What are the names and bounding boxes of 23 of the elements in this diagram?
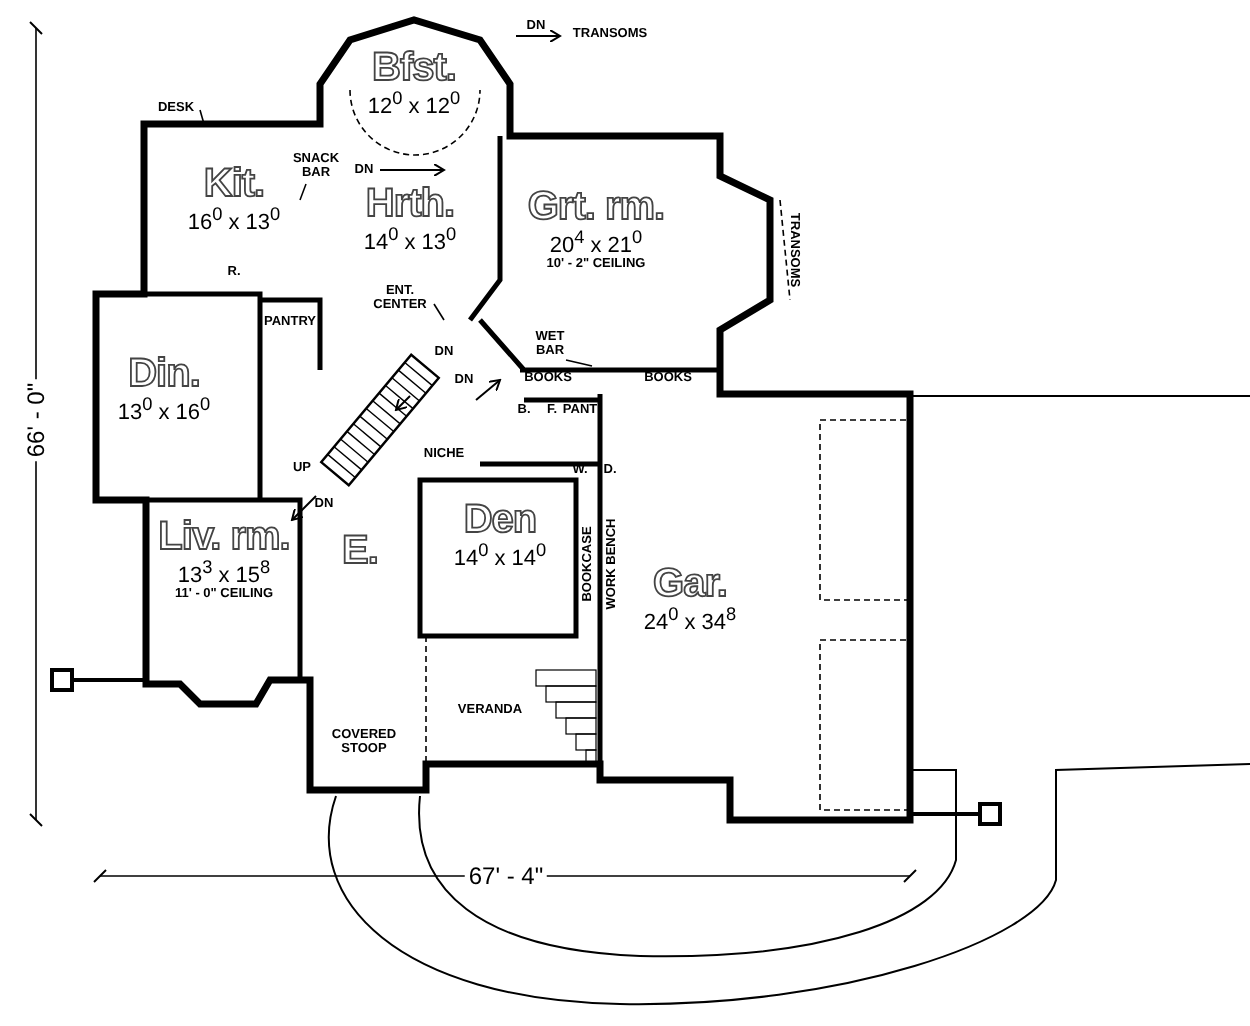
room-dimensions: 13$^{3}$ x 15$^{8}$ [177,559,271,589]
room-dimensions: 12$^{0}$ x 12$^{0}$ [367,89,461,121]
room-dimensions: 24$^{0}$ x 34$^{8}$ [643,605,737,637]
room-dimensions: 14$^{0}$ x 13$^{0}$ [363,225,457,257]
room-name: Liv. rm. [158,517,290,559]
leader-line [199,109,205,125]
room-dimensions: 14$^{0}$ x 14$^{0}$ [453,541,547,573]
room-dimensions: 20$^{4}$ x 21$^{0}$ [549,229,643,259]
room-name: E. [342,531,378,573]
dimension-label: 66' - 0" [22,378,50,462]
room-name: Gar. [651,563,729,606]
room-name: Den [461,499,539,542]
room-name: Bfst. [370,47,458,90]
room-name: Din. [126,353,202,396]
leader-line [565,359,593,367]
dimension-label: 67' - 4" [464,862,548,890]
room-name: Hrth. [363,183,457,226]
room-dimensions: 16$^{0}$ x 13$^{0}$ [187,205,281,237]
room-name: Kit. [201,163,267,206]
leader-line [299,183,307,201]
room-dimensions: 13$^{0}$ x 16$^{0}$ [117,395,211,427]
room-name: Grt. rm. [527,187,665,229]
leader-line [433,303,445,321]
